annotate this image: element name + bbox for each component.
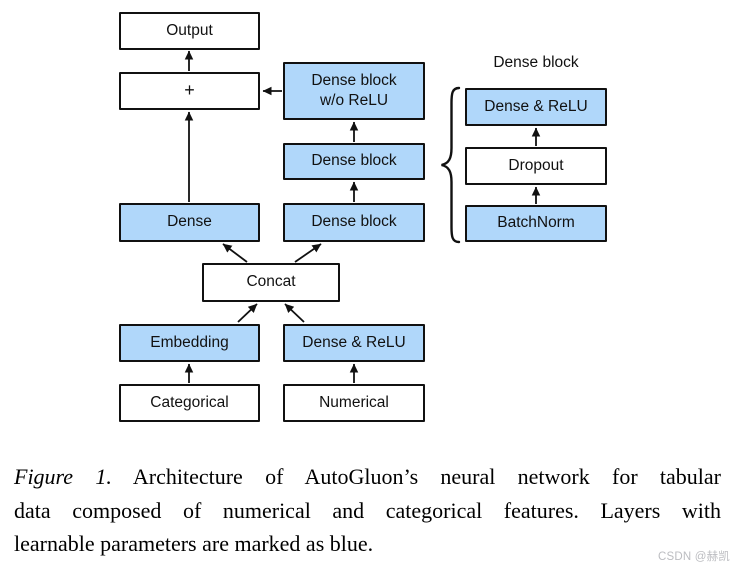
curly-brace [441,86,461,244]
node-dense: Dense [119,203,260,242]
node-plus: + [119,72,260,110]
node-dense-block-wo-relu: Dense block w/o ReLU [283,62,425,120]
arrow-denserelu-to-concat [284,303,305,323]
node-embedding: Embedding [119,324,260,362]
node-dense-label: Dense [167,213,212,231]
caption-line-3: learnable parameters are marked as blue. [14,531,374,556]
arrow-embedding-to-concat [237,303,258,323]
node-numerical: Numerical [283,384,425,422]
node-output: Output [119,12,260,50]
arrow-concat-to-denseblock [294,243,322,263]
node-categorical-label: Categorical [150,393,229,411]
legend-title: Dense block [465,54,607,74]
node-dense-block-upper: Dense block [283,143,425,180]
legend-node-batchnorm: BatchNorm [465,205,607,242]
legend-title-label: Dense block [493,54,579,71]
watermark: CSDN @赫凯 [657,551,730,563]
node-concat: Concat [202,263,340,302]
node-dense-relu-label: Dense & ReLU [302,333,406,351]
figure-caption: Figure 1. Architecture of AutoGluon’s ne… [14,460,721,561]
legend-node-dropout-label: Dropout [508,156,564,174]
figure-label: Figure 1. [14,464,112,489]
node-dense-block-upper-label: Dense block [311,152,397,170]
node-dense-relu: Dense & ReLU [283,324,425,362]
caption-line-2: data composed of numerical and categoric… [14,497,721,523]
node-embedding-label: Embedding [150,333,229,351]
node-concat-label: Concat [246,273,296,291]
node-output-label: Output [166,21,213,39]
node-plus-label: + [184,80,195,101]
arrow-concat-to-dense [222,243,248,263]
legend-node-dense-relu-label: Dense & ReLU [484,97,588,115]
caption-line-1-text: Architecture of AutoGluon’s neural netwo… [111,464,721,489]
node-dense-block-wo-relu-line1: Dense block [311,71,397,89]
node-categorical: Categorical [119,384,260,422]
node-dense-block-wo-relu-line2: w/o ReLU [319,92,389,109]
caption-line-1: Figure 1. Architecture of AutoGluon’s ne… [14,460,721,494]
legend-node-batchnorm-label: BatchNorm [497,214,575,232]
node-dense-block-lower-label: Dense block [311,213,397,231]
node-dense-block-lower: Dense block [283,203,425,242]
node-numerical-label: Numerical [319,393,389,411]
legend-node-dropout: Dropout [465,147,607,185]
legend-node-dense-relu: Dense & ReLU [465,88,607,126]
